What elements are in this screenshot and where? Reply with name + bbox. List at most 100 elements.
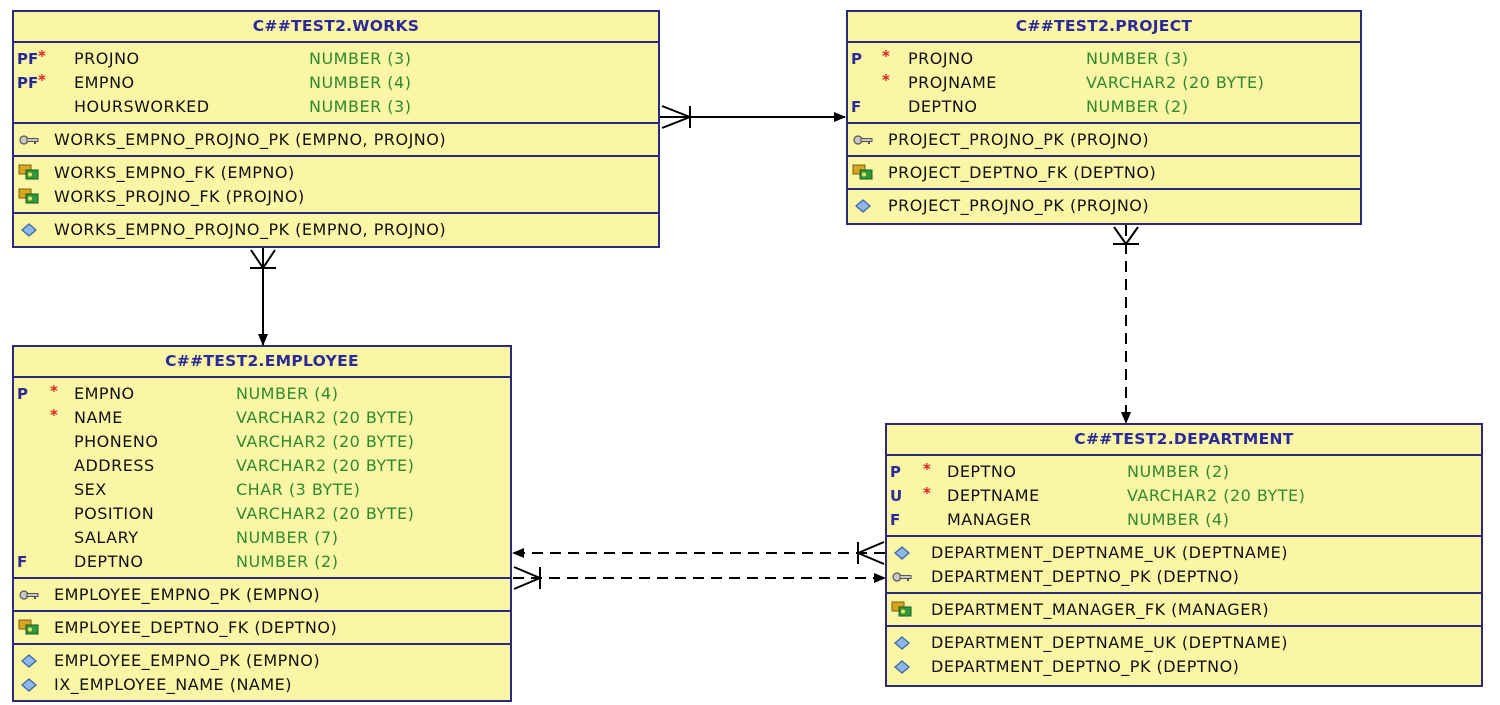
key-row[interactable]: WORKS_EMPNO_FK (EMPNO): [14, 161, 658, 185]
index-text: EMPLOYEE_EMPNO_PK (EMPNO): [54, 651, 321, 670]
index-row[interactable]: EMPLOYEE_EMPNO_PK (EMPNO): [14, 649, 510, 673]
column-row[interactable]: P * DEPTNO NUMBER (2): [887, 460, 1481, 484]
key-row[interactable]: EMPLOYEE_DEPTNO_FK (DEPTNO): [14, 616, 510, 640]
column-row[interactable]: SALARY NUMBER (7): [14, 526, 510, 550]
key-text: DEPARTMENT_DEPTNAME_UK (DEPTNAME): [931, 543, 1289, 562]
table-title: C##TEST2.EMPLOYEE: [14, 347, 510, 378]
column-name: POSITION: [74, 504, 155, 523]
index-text: DEPARTMENT_DEPTNO_PK (DEPTNO): [931, 657, 1240, 676]
key-text: EMPLOYEE_EMPNO_PK (EMPNO): [54, 585, 321, 604]
column-type: NUMBER (7): [236, 528, 339, 547]
column-flag: P: [17, 385, 28, 403]
key-text: WORKS_EMPNO_PROJNO_PK (EMPNO, PROJNO): [54, 130, 447, 149]
index-row[interactable]: PROJECT_PROJNO_PK (PROJNO): [848, 194, 1360, 218]
rel-department-employee: [512, 541, 885, 565]
key-row[interactable]: DEPARTMENT_DEPTNAME_UK (DEPTNAME): [887, 541, 1481, 565]
column-row[interactable]: P * PROJNO NUMBER (3): [848, 47, 1360, 71]
required-marker: *: [882, 71, 890, 89]
column-row[interactable]: * NAME VARCHAR2 (20 BYTE): [14, 406, 510, 430]
table-title: C##TEST2.WORKS: [14, 12, 658, 43]
foreign-key-icon: [891, 601, 912, 617]
column-flag: PF: [17, 74, 39, 92]
key-row[interactable]: DEPARTMENT_DEPTNO_PK (DEPTNO): [887, 565, 1481, 589]
index-icon: [894, 636, 910, 650]
index-icon: [894, 660, 910, 674]
table-employee[interactable]: C##TEST2.EMPLOYEE P * EMPNO NUMBER (4) *…: [12, 345, 512, 702]
column-list: P * DEPTNO NUMBER (2) U * DEPTNAME VARCH…: [887, 456, 1481, 537]
column-row[interactable]: PF * PROJNO NUMBER (3): [14, 47, 658, 71]
column-name: PROJNO: [908, 49, 974, 68]
index-text: WORKS_EMPNO_PROJNO_PK (EMPNO, PROJNO): [54, 220, 447, 239]
column-row[interactable]: PHONENO VARCHAR2 (20 BYTE): [14, 430, 510, 454]
column-row[interactable]: POSITION VARCHAR2 (20 BYTE): [14, 502, 510, 526]
foreign-key-list: PROJECT_DEPTNO_FK (DEPTNO): [848, 157, 1360, 190]
column-row[interactable]: U * DEPTNAME VARCHAR2 (20 BYTE): [887, 484, 1481, 508]
primary-key-icon: [19, 135, 39, 145]
column-name: MANAGER: [947, 510, 1032, 529]
table-department[interactable]: C##TEST2.DEPARTMENT P * DEPTNO NUMBER (2…: [885, 423, 1483, 687]
column-name: EMPNO: [74, 384, 135, 403]
table-works[interactable]: C##TEST2.WORKS PF * PROJNO NUMBER (3) PF…: [12, 10, 660, 248]
column-row[interactable]: PF * EMPNO NUMBER (4): [14, 71, 658, 95]
key-row[interactable]: WORKS_PROJNO_FK (PROJNO): [14, 185, 658, 209]
column-row[interactable]: HOURSWORKED NUMBER (3): [14, 95, 658, 119]
primary-key-list: PROJECT_PROJNO_PK (PROJNO): [848, 124, 1360, 157]
column-type: VARCHAR2 (20 BYTE): [236, 504, 415, 523]
column-row[interactable]: F DEPTNO NUMBER (2): [14, 550, 510, 574]
column-row[interactable]: F MANAGER NUMBER (4): [887, 508, 1481, 532]
column-type: NUMBER (4): [236, 384, 339, 403]
primary-key-icon: [19, 590, 39, 600]
index-text: DEPARTMENT_DEPTNAME_UK (DEPTNAME): [931, 633, 1289, 652]
column-flag: P: [851, 50, 862, 68]
primary-key-list: EMPLOYEE_EMPNO_PK (EMPNO): [14, 579, 510, 612]
column-type: NUMBER (3): [309, 49, 412, 68]
key-text: WORKS_PROJNO_FK (PROJNO): [54, 187, 305, 206]
key-row[interactable]: WORKS_EMPNO_PROJNO_PK (EMPNO, PROJNO): [14, 128, 658, 152]
column-type: VARCHAR2 (20 BYTE): [236, 456, 415, 475]
column-name: PHONENO: [74, 432, 159, 451]
column-row[interactable]: ADDRESS VARCHAR2 (20 BYTE): [14, 454, 510, 478]
column-flag: F: [851, 98, 862, 116]
foreign-key-list: WORKS_EMPNO_FK (EMPNO) WORKS_PROJNO_FK (…: [14, 157, 658, 214]
column-name: DEPTNAME: [947, 486, 1040, 505]
column-list: P * EMPNO NUMBER (4) * NAME VARCHAR2 (20…: [14, 378, 510, 579]
column-name: EMPNO: [74, 73, 135, 92]
key-row[interactable]: PROJECT_DEPTNO_FK (DEPTNO): [848, 161, 1360, 185]
column-flag: P: [890, 463, 901, 481]
column-flag: U: [890, 487, 903, 505]
rel-works-employee: [250, 248, 276, 346]
key-row[interactable]: PROJECT_PROJNO_PK (PROJNO): [848, 128, 1360, 152]
required-marker: *: [50, 406, 58, 424]
required-marker: *: [38, 71, 46, 89]
column-type: VARCHAR2 (20 BYTE): [236, 432, 415, 451]
key-row[interactable]: EMPLOYEE_EMPNO_PK (EMPNO): [14, 583, 510, 607]
foreign-key-list: EMPLOYEE_DEPTNO_FK (DEPTNO): [14, 612, 510, 645]
column-type: NUMBER (3): [1086, 49, 1189, 68]
index-icon: [21, 678, 37, 692]
column-row[interactable]: P * EMPNO NUMBER (4): [14, 382, 510, 406]
column-row[interactable]: F DEPTNO NUMBER (2): [848, 95, 1360, 119]
table-project[interactable]: C##TEST2.PROJECT P * PROJNO NUMBER (3) *…: [846, 10, 1362, 225]
foreign-key-icon: [18, 619, 39, 635]
index-row[interactable]: DEPARTMENT_DEPTNAME_UK (DEPTNAME): [887, 631, 1481, 655]
index-list: EMPLOYEE_EMPNO_PK (EMPNO) IX_EMPLOYEE_NA…: [14, 645, 510, 700]
index-icon: [21, 654, 37, 668]
column-type: VARCHAR2 (20 BYTE): [1127, 486, 1306, 505]
column-list: P * PROJNO NUMBER (3) * PROJNAME VARCHAR…: [848, 43, 1360, 124]
column-type: NUMBER (2): [1086, 97, 1189, 116]
index-list: DEPARTMENT_DEPTNAME_UK (DEPTNAME) DEPART…: [887, 627, 1481, 682]
column-name: DEPTNO: [908, 97, 978, 116]
key-list: DEPARTMENT_DEPTNAME_UK (DEPTNAME) DEPART…: [887, 537, 1481, 594]
column-flag: F: [17, 553, 28, 571]
index-icon: [855, 199, 871, 213]
column-row[interactable]: * PROJNAME VARCHAR2 (20 BYTE): [848, 71, 1360, 95]
foreign-key-list: DEPARTMENT_MANAGER_FK (MANAGER): [887, 594, 1481, 627]
primary-key-list: WORKS_EMPNO_PROJNO_PK (EMPNO, PROJNO): [14, 124, 658, 157]
index-row[interactable]: WORKS_EMPNO_PROJNO_PK (EMPNO, PROJNO): [14, 218, 658, 242]
column-name: HOURSWORKED: [74, 97, 210, 116]
column-row[interactable]: SEX CHAR (3 BYTE): [14, 478, 510, 502]
required-marker: *: [882, 47, 890, 65]
index-row[interactable]: IX_EMPLOYEE_NAME (NAME): [14, 673, 510, 697]
key-row[interactable]: DEPARTMENT_MANAGER_FK (MANAGER): [887, 598, 1481, 622]
index-row[interactable]: DEPARTMENT_DEPTNO_PK (DEPTNO): [887, 655, 1481, 679]
